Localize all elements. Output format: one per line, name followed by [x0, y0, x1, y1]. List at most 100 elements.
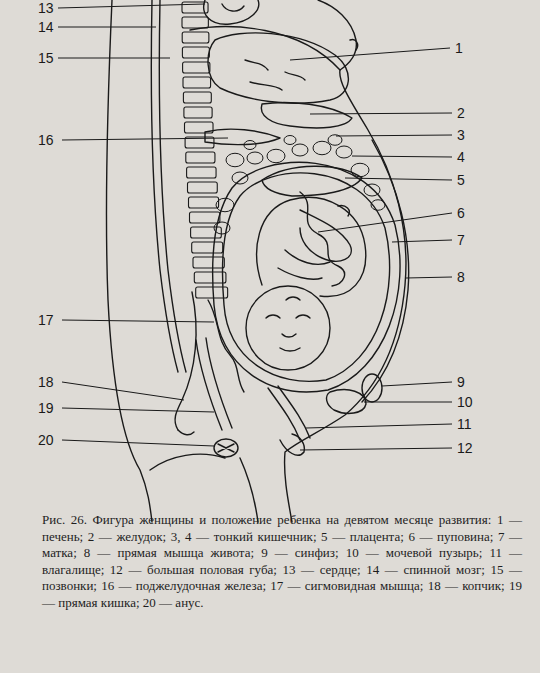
intestine-loop [232, 172, 248, 184]
coccyx [178, 430, 194, 435]
leader-line [58, 4, 205, 8]
intestine-loop [336, 146, 352, 158]
intestine-loop [364, 184, 380, 196]
intestine-loop [214, 222, 230, 234]
vagina [268, 386, 310, 440]
vertebra [182, 47, 209, 58]
callout-number: 3 [457, 127, 465, 143]
callout-number: 19 [38, 400, 54, 416]
leader-line [345, 178, 452, 180]
fetus-foot [338, 206, 349, 216]
callout-number: 10 [457, 394, 473, 410]
intestine-loop [313, 141, 331, 155]
sigmoid [208, 300, 244, 392]
vertebra [189, 197, 219, 208]
vertebra [184, 107, 212, 118]
intestine-loop [292, 144, 308, 156]
vertebra [182, 17, 208, 28]
leader-line [290, 48, 450, 60]
umbilical-cord [300, 192, 345, 286]
callout-number: 8 [457, 269, 465, 285]
heart-inner [222, 4, 244, 11]
leader-line [58, 58, 170, 59]
callout-number: 6 [457, 205, 465, 221]
vertebra [183, 92, 211, 103]
fetus-face [266, 297, 310, 351]
intestine-loop [284, 136, 296, 145]
vertebra [190, 212, 220, 223]
vertebra [187, 167, 216, 178]
leader-line [62, 408, 214, 412]
callout-number: 12 [457, 440, 473, 456]
vertebra [196, 287, 228, 298]
vertebra [182, 32, 209, 43]
vertebra [193, 257, 224, 268]
buttock [150, 454, 225, 470]
leader-line [300, 448, 452, 450]
vertebra [183, 77, 211, 88]
stomach [261, 103, 352, 128]
leader-line [364, 402, 452, 403]
callout-number: 1 [455, 40, 463, 56]
vertebra [188, 182, 218, 193]
intestine-loop [267, 149, 285, 163]
sacrum [175, 292, 196, 430]
callout-number: 5 [457, 172, 465, 188]
leader-line [62, 138, 228, 140]
figure-caption: Рис. 26. Фигура женщины и положение ребе… [42, 512, 522, 611]
symphysis [362, 374, 382, 402]
fetus-arm [278, 250, 330, 279]
callout-number: 13 [38, 0, 54, 16]
intestine-loop [371, 200, 385, 211]
intestine-loop [244, 141, 256, 150]
liver-detail [245, 60, 305, 90]
intestine-loop [351, 163, 369, 177]
anus [214, 439, 238, 457]
bladder [327, 390, 366, 414]
pancreas [205, 129, 280, 145]
leader-line [352, 156, 452, 157]
callout-number: 18 [38, 374, 54, 390]
placenta [262, 166, 362, 196]
diaphragm [190, 27, 340, 70]
callout-number: 2 [457, 105, 465, 121]
intestine-loop [226, 153, 244, 167]
breast-nipple [350, 40, 358, 50]
vertebra [192, 242, 223, 253]
leader-line [62, 440, 214, 446]
leader-line [406, 277, 452, 278]
callout-number: 15 [38, 50, 54, 66]
leader-line [62, 320, 214, 322]
callout-number: 16 [38, 132, 54, 148]
uterus [213, 162, 400, 391]
leader-line [318, 213, 452, 232]
callout-number: 17 [38, 312, 54, 328]
callout-number: 20 [38, 432, 54, 448]
callout-number: 7 [457, 232, 465, 248]
labia [280, 434, 304, 455]
callout-number: 14 [38, 19, 54, 35]
intestine-loop [216, 198, 234, 212]
leader-line [58, 27, 156, 28]
callout-number: 9 [457, 374, 465, 390]
fetus-head [246, 286, 330, 370]
leader-line [306, 424, 452, 428]
rectum [196, 338, 232, 430]
callout-number: 11 [457, 416, 472, 432]
leader-line [336, 135, 452, 136]
uterus-wall [223, 173, 390, 381]
vertebra [183, 62, 210, 73]
anus-detail [218, 444, 234, 452]
fetus-body [257, 197, 366, 296]
vertebra [185, 122, 214, 133]
leader-lines [58, 4, 452, 450]
leader-line [62, 382, 184, 400]
leader-line [382, 382, 452, 386]
intestine-loop [247, 152, 263, 164]
heart [204, 0, 259, 24]
leader-line [392, 240, 452, 242]
leader-line [310, 113, 452, 114]
vertebra [194, 272, 226, 283]
callout-number: 4 [457, 149, 465, 165]
vertebra [186, 152, 215, 163]
